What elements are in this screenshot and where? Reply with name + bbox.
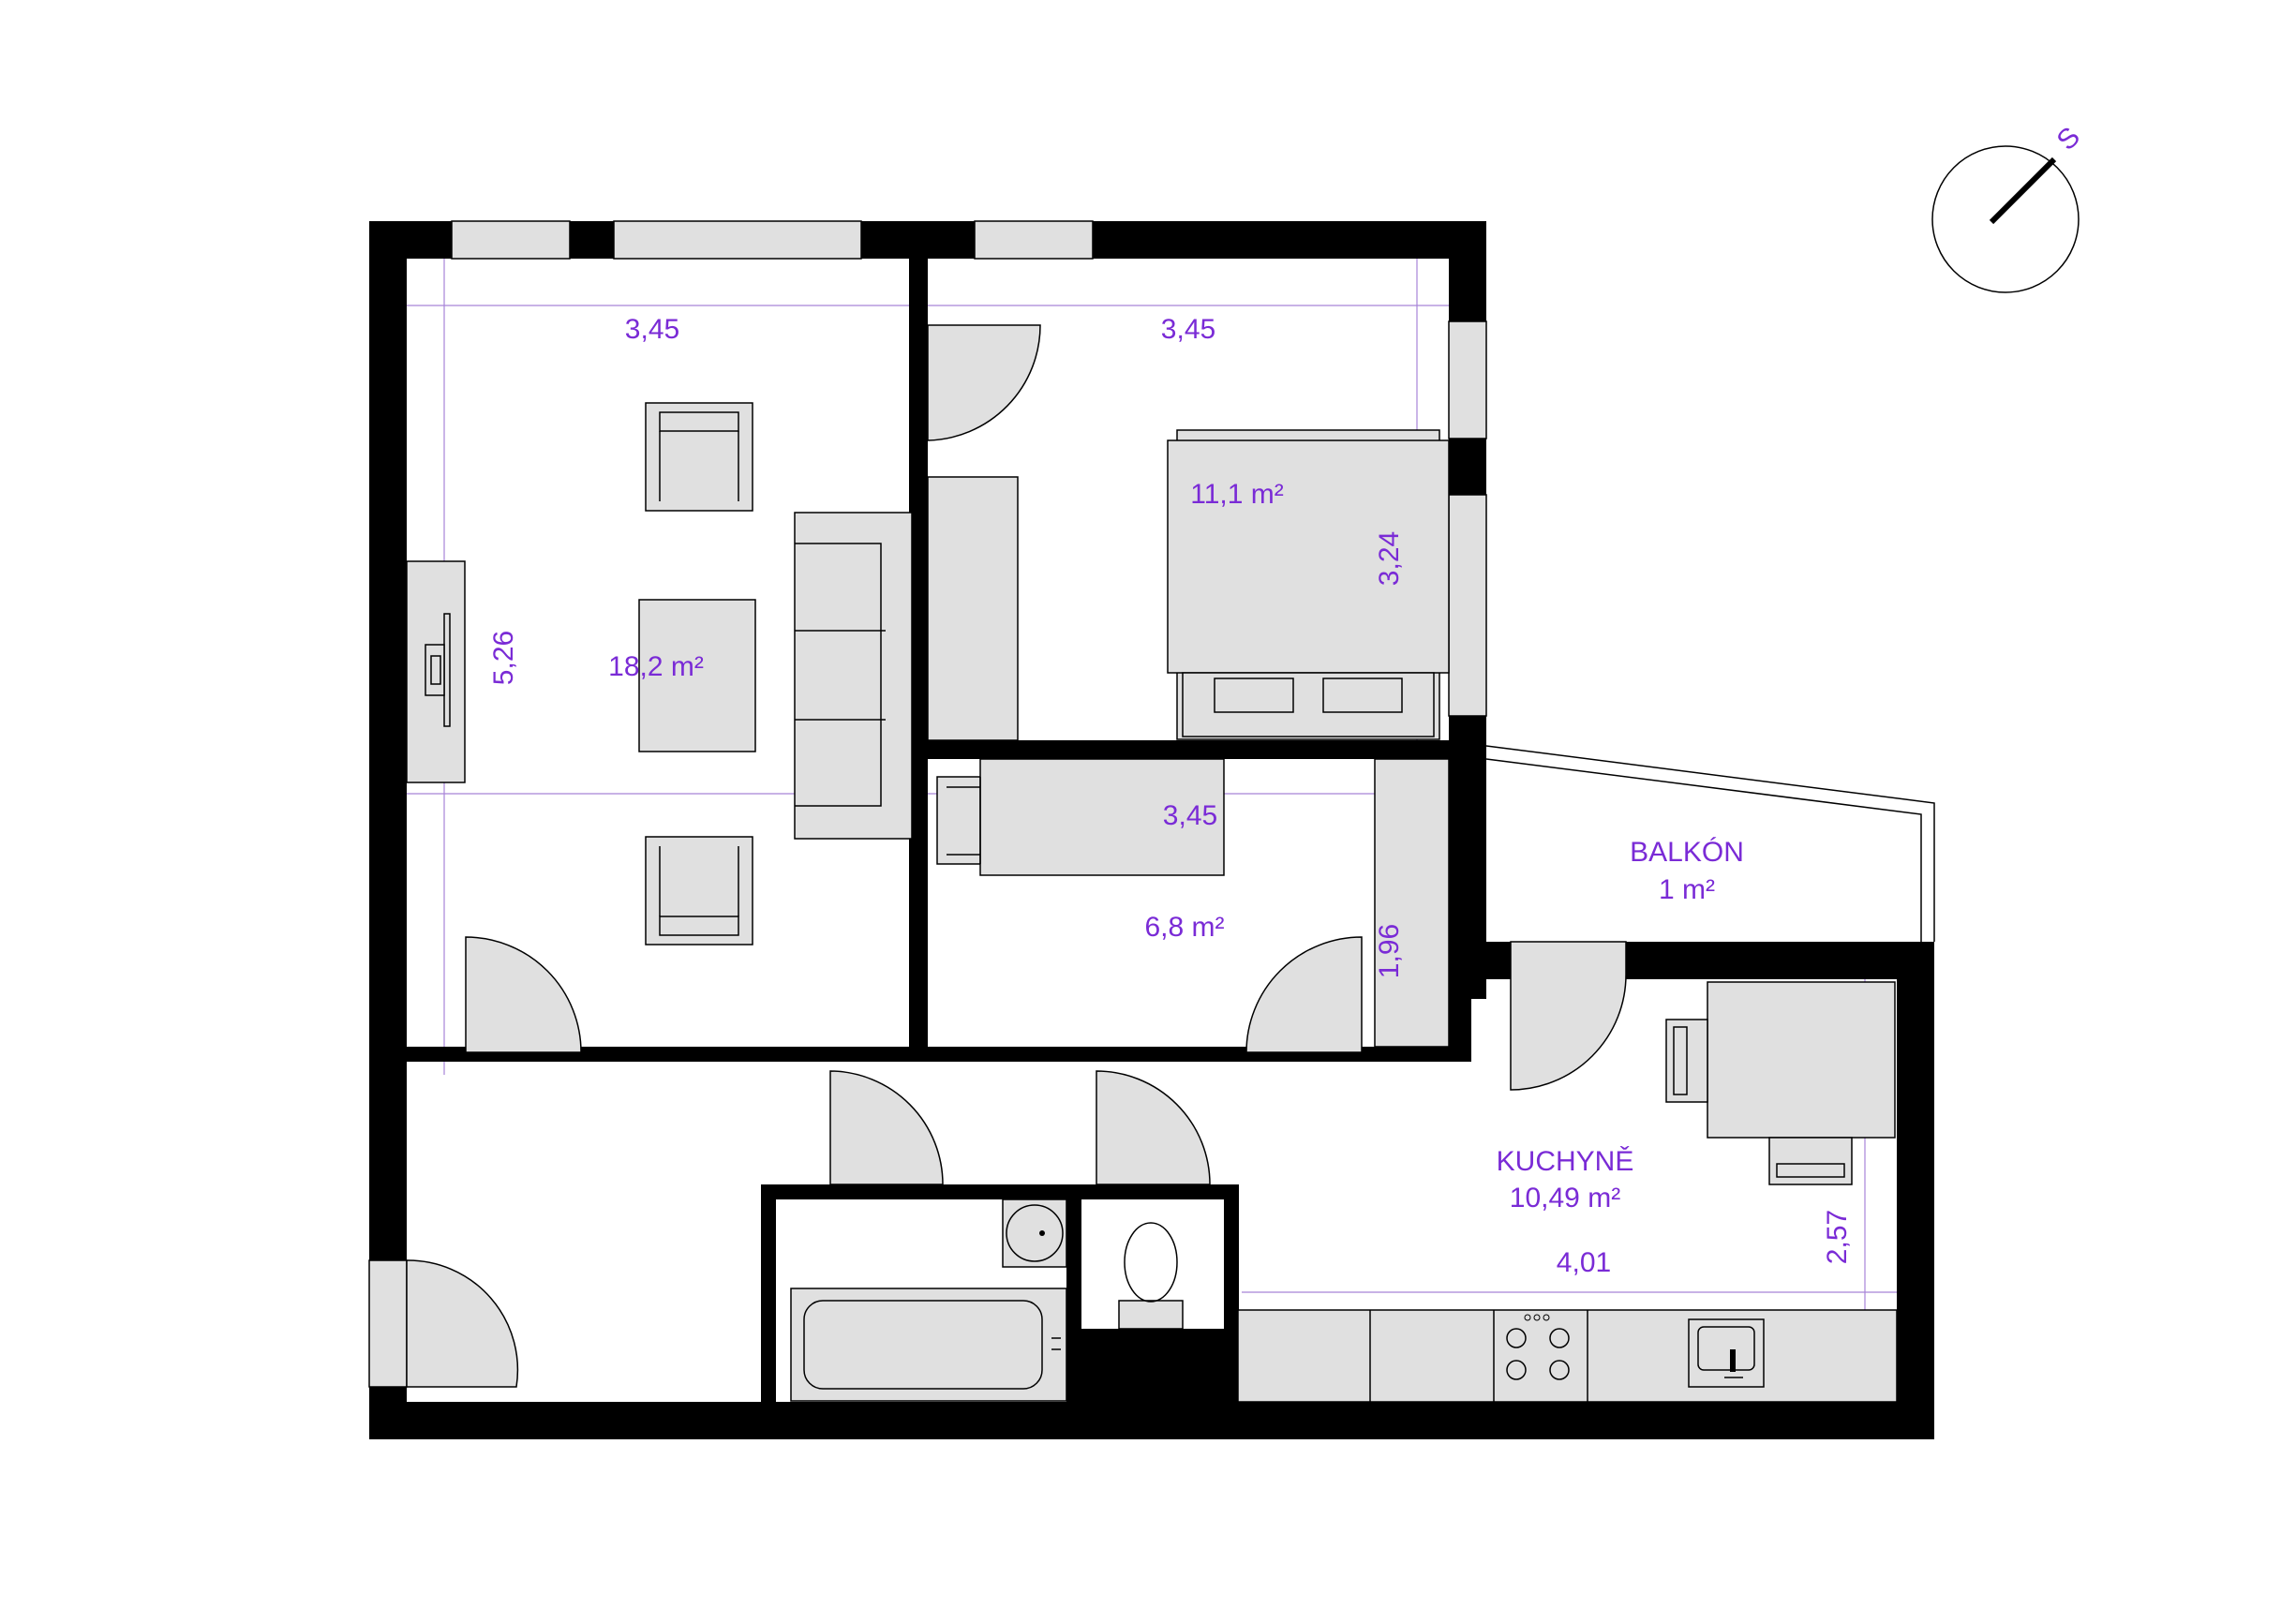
balcony-area: 1 m² [1659, 874, 1715, 905]
tv-unit [406, 560, 466, 783]
small-room-width: 3,45 [1163, 800, 1217, 831]
double-bed [1167, 429, 1450, 740]
bedroom-furniture [927, 429, 1450, 741]
door [1096, 1070, 1211, 1185]
living-room-furniture [406, 402, 913, 946]
compass-circle [1931, 145, 2080, 293]
washbasin [1002, 1199, 1067, 1268]
toilet [1118, 1222, 1184, 1330]
kitchen-width: 4,01 [1557, 1247, 1611, 1278]
kitchen-sink [1688, 1318, 1765, 1388]
small-room-area: 6,8 m² [1144, 912, 1224, 943]
counter [1237, 1309, 1898, 1403]
bedroom-area: 11,1 m² [1190, 479, 1283, 510]
compass: S [1931, 121, 2086, 293]
sofa [794, 512, 913, 840]
balcony [1485, 745, 1935, 942]
dining-table [1707, 981, 1896, 1139]
small-room-furniture [936, 758, 1450, 1048]
doors [406, 324, 1627, 1388]
window [1448, 320, 1487, 439]
door [829, 1070, 944, 1185]
door [1245, 936, 1363, 1053]
window [613, 220, 862, 260]
bedroom-width: 3,45 [1161, 314, 1215, 345]
chair [1768, 1137, 1853, 1185]
kitchen-area: 10,49 m² [1510, 1183, 1620, 1214]
armchair [645, 402, 753, 512]
single-bed [936, 758, 1225, 876]
door [465, 936, 582, 1053]
kitchen-depth: 2,57 [1822, 1210, 1853, 1264]
bathtub [790, 1288, 1067, 1402]
small-room-depth: 1,96 [1374, 924, 1405, 978]
window [974, 220, 1094, 260]
room-labels: 3,45 18,2 m² 5,26 3,45 11,1 m² 3,24 3,45… [488, 314, 1853, 1278]
armchair [645, 836, 753, 946]
cooktop [1506, 1314, 1570, 1380]
door [406, 1259, 519, 1388]
door [1510, 941, 1627, 1091]
wardrobe [927, 476, 1019, 741]
window [451, 220, 571, 260]
kitchen-name: KUCHYNĚ [1497, 1146, 1634, 1177]
living-room-width: 3,45 [625, 314, 679, 345]
bathroom-furniture [790, 1199, 1184, 1402]
coffee-table [638, 599, 756, 752]
window [1448, 494, 1487, 717]
wardrobe [1374, 758, 1450, 1048]
compass-needle [1989, 156, 2057, 225]
bedroom-depth: 3,24 [1374, 531, 1405, 586]
balcony-name: BALKÓN [1630, 837, 1744, 868]
kitchen-furniture [1237, 981, 1898, 1403]
compass-label: S [2051, 121, 2086, 156]
chair [1665, 1019, 1708, 1103]
living-room-area: 18,2 m² [608, 651, 704, 682]
windows [368, 220, 1487, 1388]
window [368, 1259, 408, 1388]
living-room-depth: 5,26 [488, 631, 519, 685]
door [927, 324, 1041, 441]
